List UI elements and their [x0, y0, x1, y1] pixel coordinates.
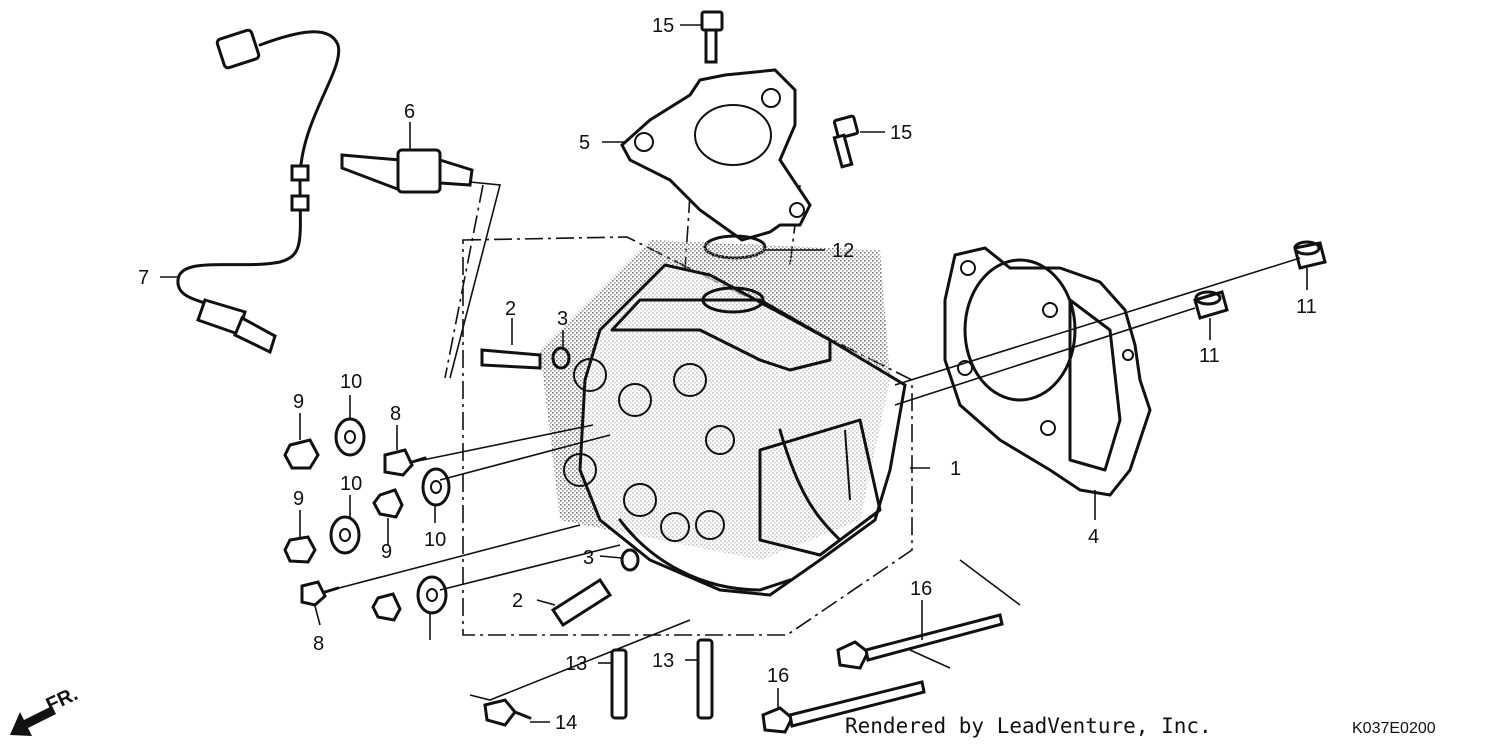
callout-label: 8	[390, 403, 401, 425]
callout-label: 5	[579, 132, 590, 154]
callout-label: 16	[767, 665, 789, 687]
callout-label: 12	[832, 240, 854, 262]
callout-label: 16	[910, 578, 932, 600]
callout-label: 14	[555, 712, 577, 734]
callout-labels: 1 2 2 3 3 4 5 6 7 8 8 9 9 9 10 10 10 11 …	[43, 15, 1317, 734]
callout-label: 2	[505, 298, 516, 320]
dowel-pins	[1193, 240, 1327, 320]
credit-text: Rendered by LeadVenture, Inc.	[845, 714, 1212, 738]
leader-lines	[160, 24, 1308, 723]
cylinder-head	[540, 240, 907, 597]
callout-label: 9	[381, 541, 392, 563]
callout-label: 3	[583, 547, 594, 569]
callout-label: 10	[340, 473, 362, 495]
spark-plug	[340, 148, 474, 194]
callout-label: 2	[512, 590, 523, 612]
front-direction-indicator	[10, 706, 56, 736]
callout-label: 1	[950, 458, 961, 480]
diagram-code: K037E0200	[1352, 720, 1436, 737]
head-gasket	[943, 246, 1152, 497]
callout-label: 10	[424, 529, 446, 551]
bolts-small	[483, 10, 860, 727]
callout-label: 13	[652, 650, 674, 672]
callout-label: 4	[1088, 526, 1099, 548]
callout-label: 10	[340, 371, 362, 393]
callout-label: 3	[557, 308, 568, 330]
callout-label: 15	[652, 15, 674, 37]
studs	[610, 638, 714, 720]
callout-label: 11	[1296, 296, 1317, 318]
callout-label: 8	[313, 633, 324, 655]
fasteners	[283, 417, 451, 622]
callout-label: 6	[404, 101, 415, 123]
thermostat-housing	[620, 68, 812, 242]
valve-guides	[480, 348, 613, 628]
callout-label: 15	[890, 122, 912, 144]
callout-label: 9	[293, 391, 304, 413]
callout-label: 13	[565, 653, 587, 675]
assembly-outline	[462, 236, 913, 636]
callout-label: 11	[1199, 345, 1220, 367]
callout-label: 9	[293, 488, 304, 510]
callout-label: 7	[138, 267, 149, 289]
seal-upper	[551, 346, 571, 370]
seal-lower	[620, 548, 640, 572]
o2-sensor	[176, 28, 341, 355]
long-bolts	[761, 613, 1004, 734]
